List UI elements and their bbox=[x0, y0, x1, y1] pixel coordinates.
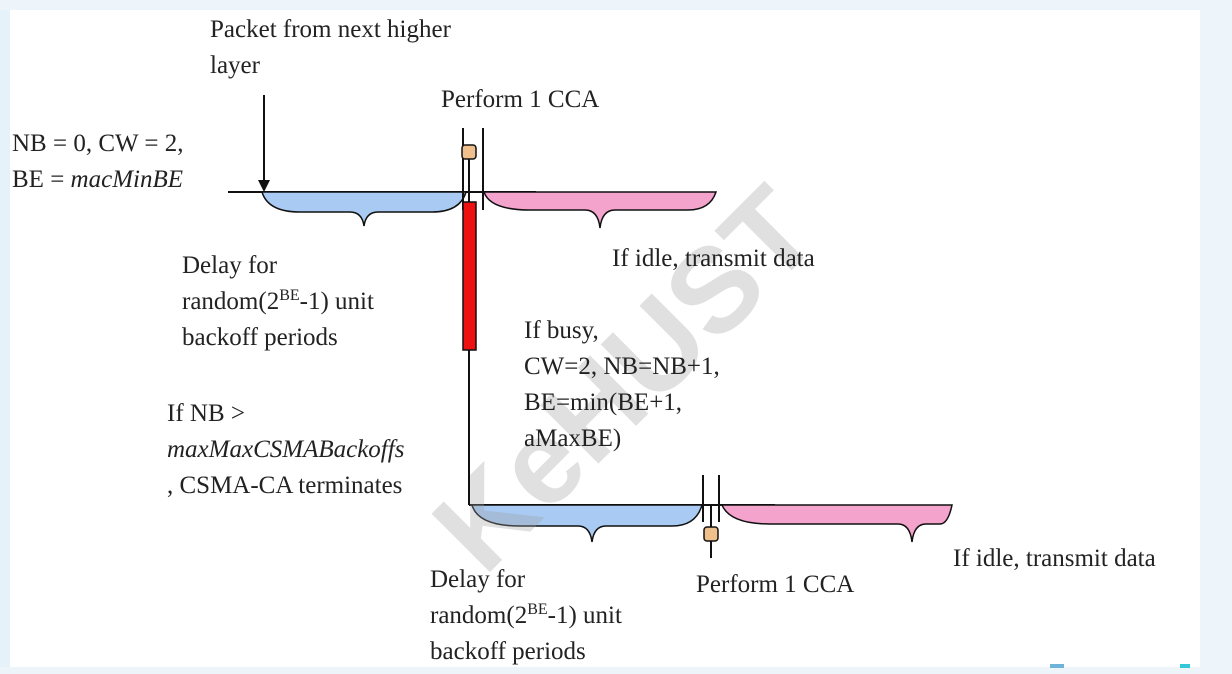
slide-frame-top bbox=[0, 0, 1232, 10]
init-line1: NB = 0, CW = 2, bbox=[12, 130, 184, 157]
packet-arrow-head bbox=[258, 180, 270, 192]
delay2-line2-b: -1) unit bbox=[547, 602, 622, 629]
cca-busy-bar bbox=[462, 201, 477, 351]
init-line2: BE = macMinBE bbox=[12, 162, 183, 197]
busy-line3: BE=min(BE+1, bbox=[524, 389, 683, 416]
backoff-brace-2 bbox=[471, 504, 703, 543]
terminate-line2-text: maxMaxCSMABackoffs bbox=[167, 436, 405, 463]
busy-line4: aMaxBE) bbox=[524, 425, 622, 452]
delay1-line3: backoff periods bbox=[182, 324, 338, 351]
init-be-prefix: BE = bbox=[12, 166, 71, 193]
delay2-line2-a: random(2 bbox=[430, 602, 528, 629]
delay2-line2: random(2BE-1) unit bbox=[430, 598, 622, 633]
delay1-line2: random(2BE-1) unit bbox=[182, 284, 374, 319]
corner-artefact-1 bbox=[1050, 664, 1064, 668]
cca-cap-top bbox=[461, 144, 477, 160]
backoff-brace-1 bbox=[260, 191, 468, 227]
transmit-brace-1 bbox=[482, 191, 718, 229]
delay1-line1: Delay for bbox=[182, 252, 278, 279]
busy-line2: CW=2, NB=NB+1, bbox=[524, 353, 720, 380]
slide-frame-right bbox=[1200, 0, 1232, 674]
delay2-line1: Delay for bbox=[430, 566, 526, 593]
delay1-line2-a: random(2 bbox=[182, 288, 280, 315]
slide-frame-bottom bbox=[0, 667, 1232, 674]
busy-line1: If busy, bbox=[524, 317, 599, 344]
idle-top-label: If idle, transmit data bbox=[612, 245, 815, 272]
terminate-line3: , CSMA-CA terminates bbox=[167, 472, 403, 499]
init-be-value: macMinBE bbox=[70, 166, 184, 193]
transmit-brace-2 bbox=[720, 504, 953, 543]
corner-artefact-2 bbox=[1180, 664, 1190, 668]
delay1-line2-sup: BE bbox=[279, 287, 300, 304]
delay2-line2-sup: BE bbox=[527, 601, 548, 618]
slide-frame-left bbox=[0, 0, 10, 674]
terminate-line1: If NB > bbox=[167, 400, 245, 427]
cca-bottom-label: Perform 1 CCA bbox=[696, 571, 855, 598]
delay2-line3: backoff periods bbox=[430, 638, 586, 665]
delay1-line2-b: -1) unit bbox=[299, 288, 374, 315]
idle-bottom-label: If idle, transmit data bbox=[953, 545, 1156, 572]
packet-label-line2: layer bbox=[210, 52, 260, 79]
cca-top-label: Perform 1 CCA bbox=[441, 86, 600, 113]
packet-label-line1: Packet from next higher bbox=[210, 16, 451, 43]
cca-cap-bottom bbox=[703, 526, 719, 542]
terminate-line2: maxMaxCSMABackoffs bbox=[167, 432, 404, 467]
